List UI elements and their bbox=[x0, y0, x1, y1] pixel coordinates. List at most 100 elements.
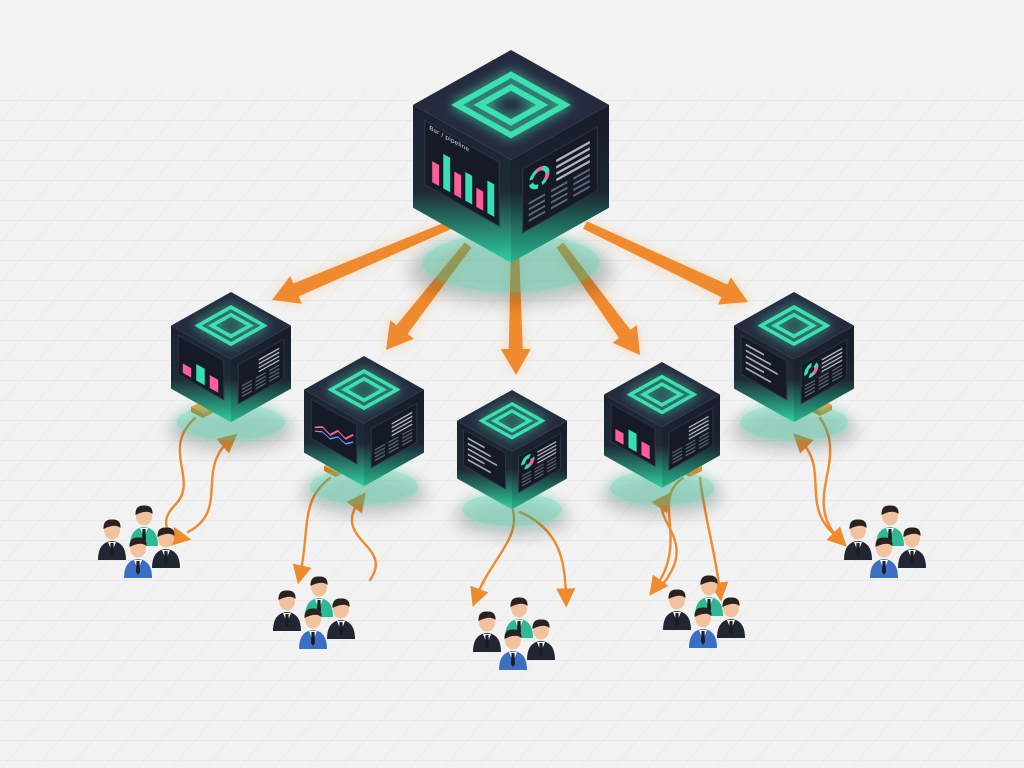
table-cell bbox=[832, 367, 843, 375]
donut-chart-widget bbox=[528, 165, 550, 190]
table-cell bbox=[698, 432, 709, 439]
text-line bbox=[391, 415, 413, 429]
person-icon bbox=[327, 598, 355, 639]
text-line bbox=[688, 415, 709, 429]
cube-top-face bbox=[734, 292, 854, 360]
table-cell bbox=[818, 372, 829, 380]
cube-right-screen bbox=[518, 432, 561, 494]
person-icon bbox=[527, 619, 555, 660]
node-cube-2 bbox=[301, 356, 427, 516]
text-line bbox=[537, 441, 557, 453]
table-cell bbox=[698, 438, 709, 446]
person-icon bbox=[98, 519, 126, 560]
table-cell bbox=[551, 198, 568, 210]
table-cell bbox=[374, 454, 385, 462]
text-line bbox=[745, 343, 765, 356]
table-cell bbox=[402, 428, 413, 436]
table-cell bbox=[573, 174, 590, 186]
table-cell bbox=[551, 180, 568, 193]
cube-logo-icon bbox=[757, 305, 831, 347]
cube-logo-icon bbox=[626, 374, 698, 415]
text-line bbox=[745, 367, 771, 384]
line-chart-widget bbox=[314, 426, 354, 440]
chart-bar bbox=[196, 364, 205, 386]
chart-bar bbox=[487, 180, 495, 217]
text-line bbox=[745, 349, 771, 366]
chart-bar bbox=[476, 187, 484, 211]
table-cell bbox=[804, 383, 815, 391]
table-cell bbox=[534, 466, 544, 474]
text-line bbox=[745, 361, 765, 374]
table-cell bbox=[672, 453, 683, 461]
text-line bbox=[688, 423, 709, 436]
chart-bar bbox=[628, 429, 637, 453]
text-line bbox=[745, 355, 778, 376]
table-cell bbox=[818, 375, 829, 383]
table-cell bbox=[388, 439, 399, 447]
table-cell bbox=[269, 364, 280, 372]
table-cell bbox=[551, 192, 568, 204]
table-cell bbox=[241, 390, 252, 398]
server-cubes: Bar / pipeline bbox=[168, 50, 857, 537]
table-cell bbox=[818, 382, 829, 390]
table-cell bbox=[402, 438, 413, 446]
text-line bbox=[556, 147, 590, 169]
table-cell bbox=[241, 383, 252, 391]
table-cell bbox=[521, 470, 532, 477]
cube-logo-icon bbox=[327, 369, 401, 411]
donut-chart-widget bbox=[521, 453, 535, 470]
table-cell bbox=[804, 379, 815, 387]
table-cell bbox=[528, 199, 546, 211]
table-cell bbox=[534, 463, 544, 470]
cube-top-face bbox=[457, 390, 567, 452]
table-cell bbox=[573, 179, 590, 192]
cube-left-screen bbox=[610, 402, 656, 467]
text-line bbox=[391, 423, 413, 437]
table-cell bbox=[818, 379, 829, 387]
table-cell bbox=[534, 473, 544, 480]
person-icon bbox=[499, 629, 527, 670]
table-cell bbox=[547, 456, 557, 463]
cube-left-screen bbox=[463, 428, 506, 490]
table-cell bbox=[269, 374, 280, 382]
chart-bar bbox=[465, 171, 473, 205]
text-line bbox=[821, 347, 843, 361]
node-cube-5 bbox=[731, 292, 857, 452]
cube-logo-icon bbox=[194, 305, 268, 347]
text-line bbox=[688, 427, 709, 440]
node-cube-3 bbox=[454, 390, 570, 537]
text-line bbox=[391, 419, 413, 433]
table-cell bbox=[388, 436, 399, 444]
text-line bbox=[537, 451, 557, 464]
person-icon bbox=[717, 597, 745, 638]
chart-bar bbox=[615, 428, 624, 445]
cube-right-screen bbox=[800, 338, 848, 405]
table-cell bbox=[832, 374, 843, 382]
arrow-to-node-3 bbox=[500, 254, 531, 375]
table-cell bbox=[521, 476, 532, 484]
line-chart-widget bbox=[314, 430, 354, 445]
person-icon bbox=[844, 519, 872, 560]
arrow-to-node-1 bbox=[272, 221, 452, 304]
cube-right-screen bbox=[237, 338, 285, 405]
table-cell bbox=[547, 459, 557, 467]
table-cell bbox=[388, 443, 399, 451]
person-icon bbox=[273, 590, 301, 631]
table-cell bbox=[388, 446, 399, 454]
user-groups bbox=[98, 505, 926, 670]
text-line bbox=[467, 453, 485, 465]
table-cell bbox=[698, 435, 709, 443]
text-line bbox=[556, 153, 590, 175]
table-cell bbox=[374, 447, 385, 455]
table-cell bbox=[241, 379, 252, 387]
table-cell bbox=[672, 450, 683, 457]
chart-bar bbox=[182, 363, 192, 378]
table-cell bbox=[685, 439, 696, 447]
table-cell bbox=[528, 204, 546, 217]
cube-left-screen bbox=[310, 398, 358, 465]
text-line bbox=[467, 442, 491, 458]
donut-chart-widget bbox=[804, 361, 819, 379]
table-cell bbox=[521, 480, 532, 487]
text-line bbox=[258, 359, 280, 373]
